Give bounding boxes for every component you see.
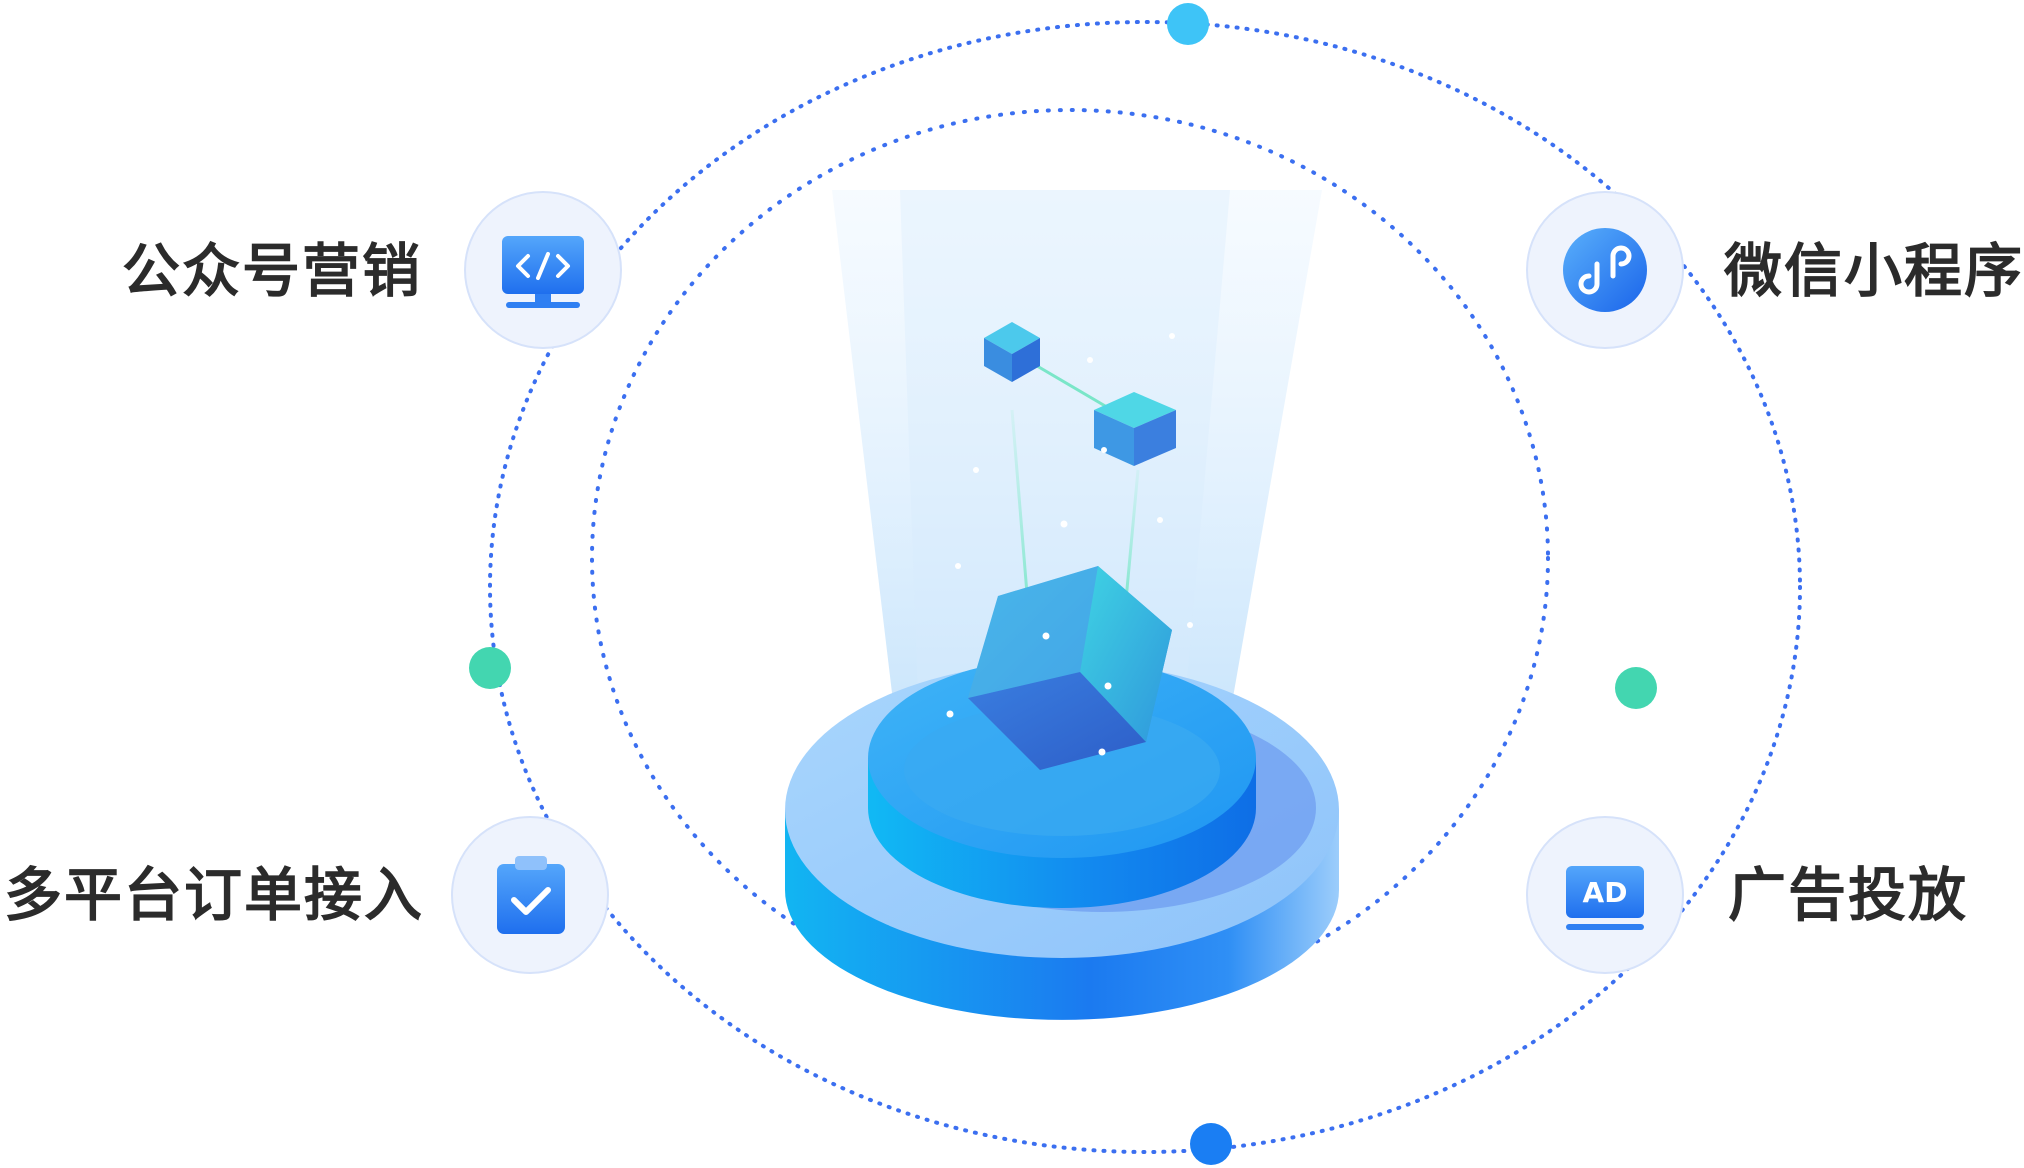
orbit-node-left (469, 647, 511, 689)
feature-label-advertising: 广告投放 (1728, 861, 1969, 929)
inner-orbit (590, 108, 1550, 1008)
thread-1 (1010, 409, 1030, 607)
orbit-node-top (1167, 3, 1209, 45)
feature-label-multi-platform-orders: 多平台订单接入 (4, 861, 425, 929)
light-beam (832, 190, 1322, 760)
outer-orbit (488, 20, 1802, 1154)
thread-2 (1124, 469, 1140, 601)
code-monitor-icon (502, 236, 584, 308)
orbit-node-bottom (1190, 1123, 1232, 1165)
clipboard-check-icon (497, 856, 565, 934)
feature-label-official-account: 公众号营销 (122, 237, 423, 305)
floating-cube-small (984, 322, 1040, 382)
feature-label-mini-program: 微信小程序 (1724, 237, 2024, 305)
mini-program-icon (1563, 228, 1647, 312)
thread-3 (1031, 361, 1113, 412)
ad-badge-text: AD (1583, 876, 1628, 909)
sparkles (946, 333, 1193, 756)
orbit-node-right (1615, 667, 1657, 709)
ad-screen-icon: AD (1566, 866, 1644, 930)
floating-cube-large (968, 566, 1172, 770)
